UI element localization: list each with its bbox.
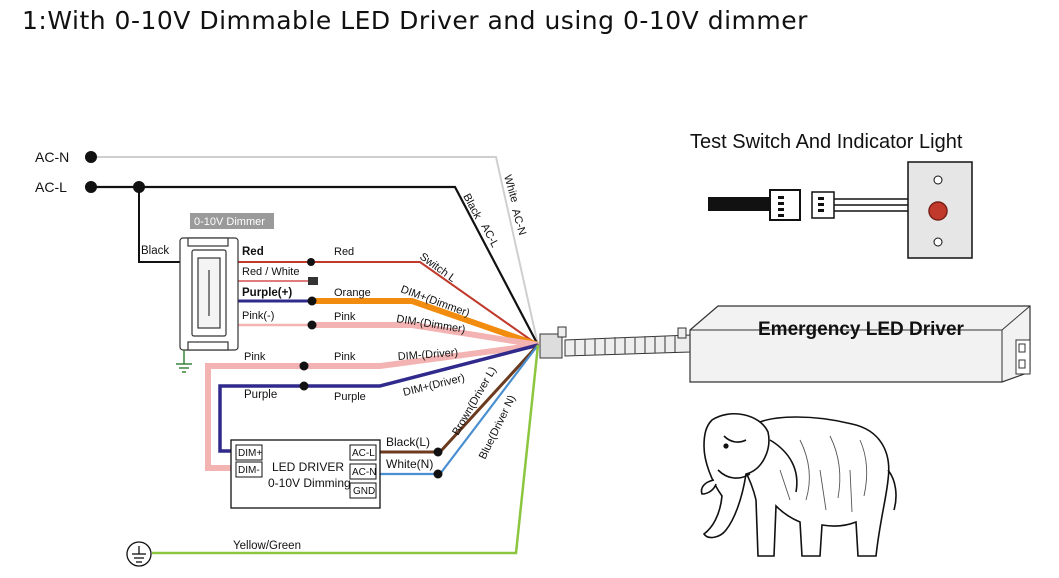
conduit [539, 326, 691, 359]
dimmer-black-label: Black [141, 245, 169, 257]
driver-title: LED DRIVER [272, 460, 344, 474]
wire-white-ac-n [92, 156, 539, 346]
wire-pink-dimmer [312, 322, 539, 348]
ground-icon [126, 541, 152, 567]
junction-dots [85, 151, 443, 479]
lead-red-white: Red / White [242, 266, 299, 278]
dimmer-switch [179, 237, 239, 351]
page-title: 1:With 0-10V Dimmable LED Driver and usi… [22, 6, 808, 35]
lead-purple: Purple(+) [242, 287, 292, 299]
driver-dim-minus: DIM- [238, 465, 260, 476]
wire-black-dimmer [138, 187, 180, 263]
driver-subtitle: 0-10V Dimming [268, 476, 351, 490]
wire-red [238, 261, 539, 346]
driver-black-l: Black(L) [386, 435, 430, 449]
mid-pink-dimmer: Pink [334, 311, 356, 323]
ac-l-label: AC-L [35, 179, 67, 195]
ac-n-label: AC-N [35, 149, 69, 165]
indicator-light-icon [907, 161, 973, 259]
driver-ac-n: AC-N [352, 467, 376, 478]
mid-purple-driver: Purple [334, 391, 366, 403]
mid-pink-driver: Pink [334, 351, 356, 363]
ground-label: Yellow/Green [233, 540, 301, 552]
dimmer-ground-icon [176, 350, 192, 373]
emergency-driver-label: Emergency LED Driver [758, 319, 965, 340]
dimmer-label-badge [190, 213, 274, 229]
wire-black-ac-l [92, 185, 539, 346]
wire-yellow-green [152, 344, 540, 555]
bundle-switch-l: Switch L [417, 251, 458, 285]
bundle-black: Black [460, 192, 483, 222]
mid-red: Red [334, 246, 354, 258]
test-switch-label: Test Switch And Indicator Light [690, 131, 963, 153]
driver-dim-plus: DIM+ [238, 448, 262, 459]
mid-orange: Orange [334, 287, 371, 299]
driver-white-n: White(N) [386, 457, 433, 471]
dimmer-label: 0-10V Dimmer [194, 216, 265, 228]
emergency-driver-box [689, 305, 1031, 383]
wire-purple-driver [218, 343, 539, 453]
led-driver-box [230, 439, 381, 509]
lead-red: Red [242, 246, 264, 258]
driver-ac-l: AC-L [352, 448, 375, 459]
bundle-dim-minus-driver: DIM-(Driver) [397, 347, 458, 363]
left-purple: Purple [244, 389, 277, 401]
driver-gnd: GND [353, 486, 375, 497]
red-white-cap [308, 277, 318, 285]
elephant-illustration [700, 412, 897, 557]
bundle-dim-plus-driver: DIM+(Driver) [402, 372, 466, 399]
left-pink: Pink [244, 351, 266, 363]
connector-plug-icon [708, 189, 908, 221]
wire-orange [312, 298, 539, 348]
wire-pink-driver [205, 342, 539, 471]
lead-pink: Pink(-) [242, 310, 274, 322]
